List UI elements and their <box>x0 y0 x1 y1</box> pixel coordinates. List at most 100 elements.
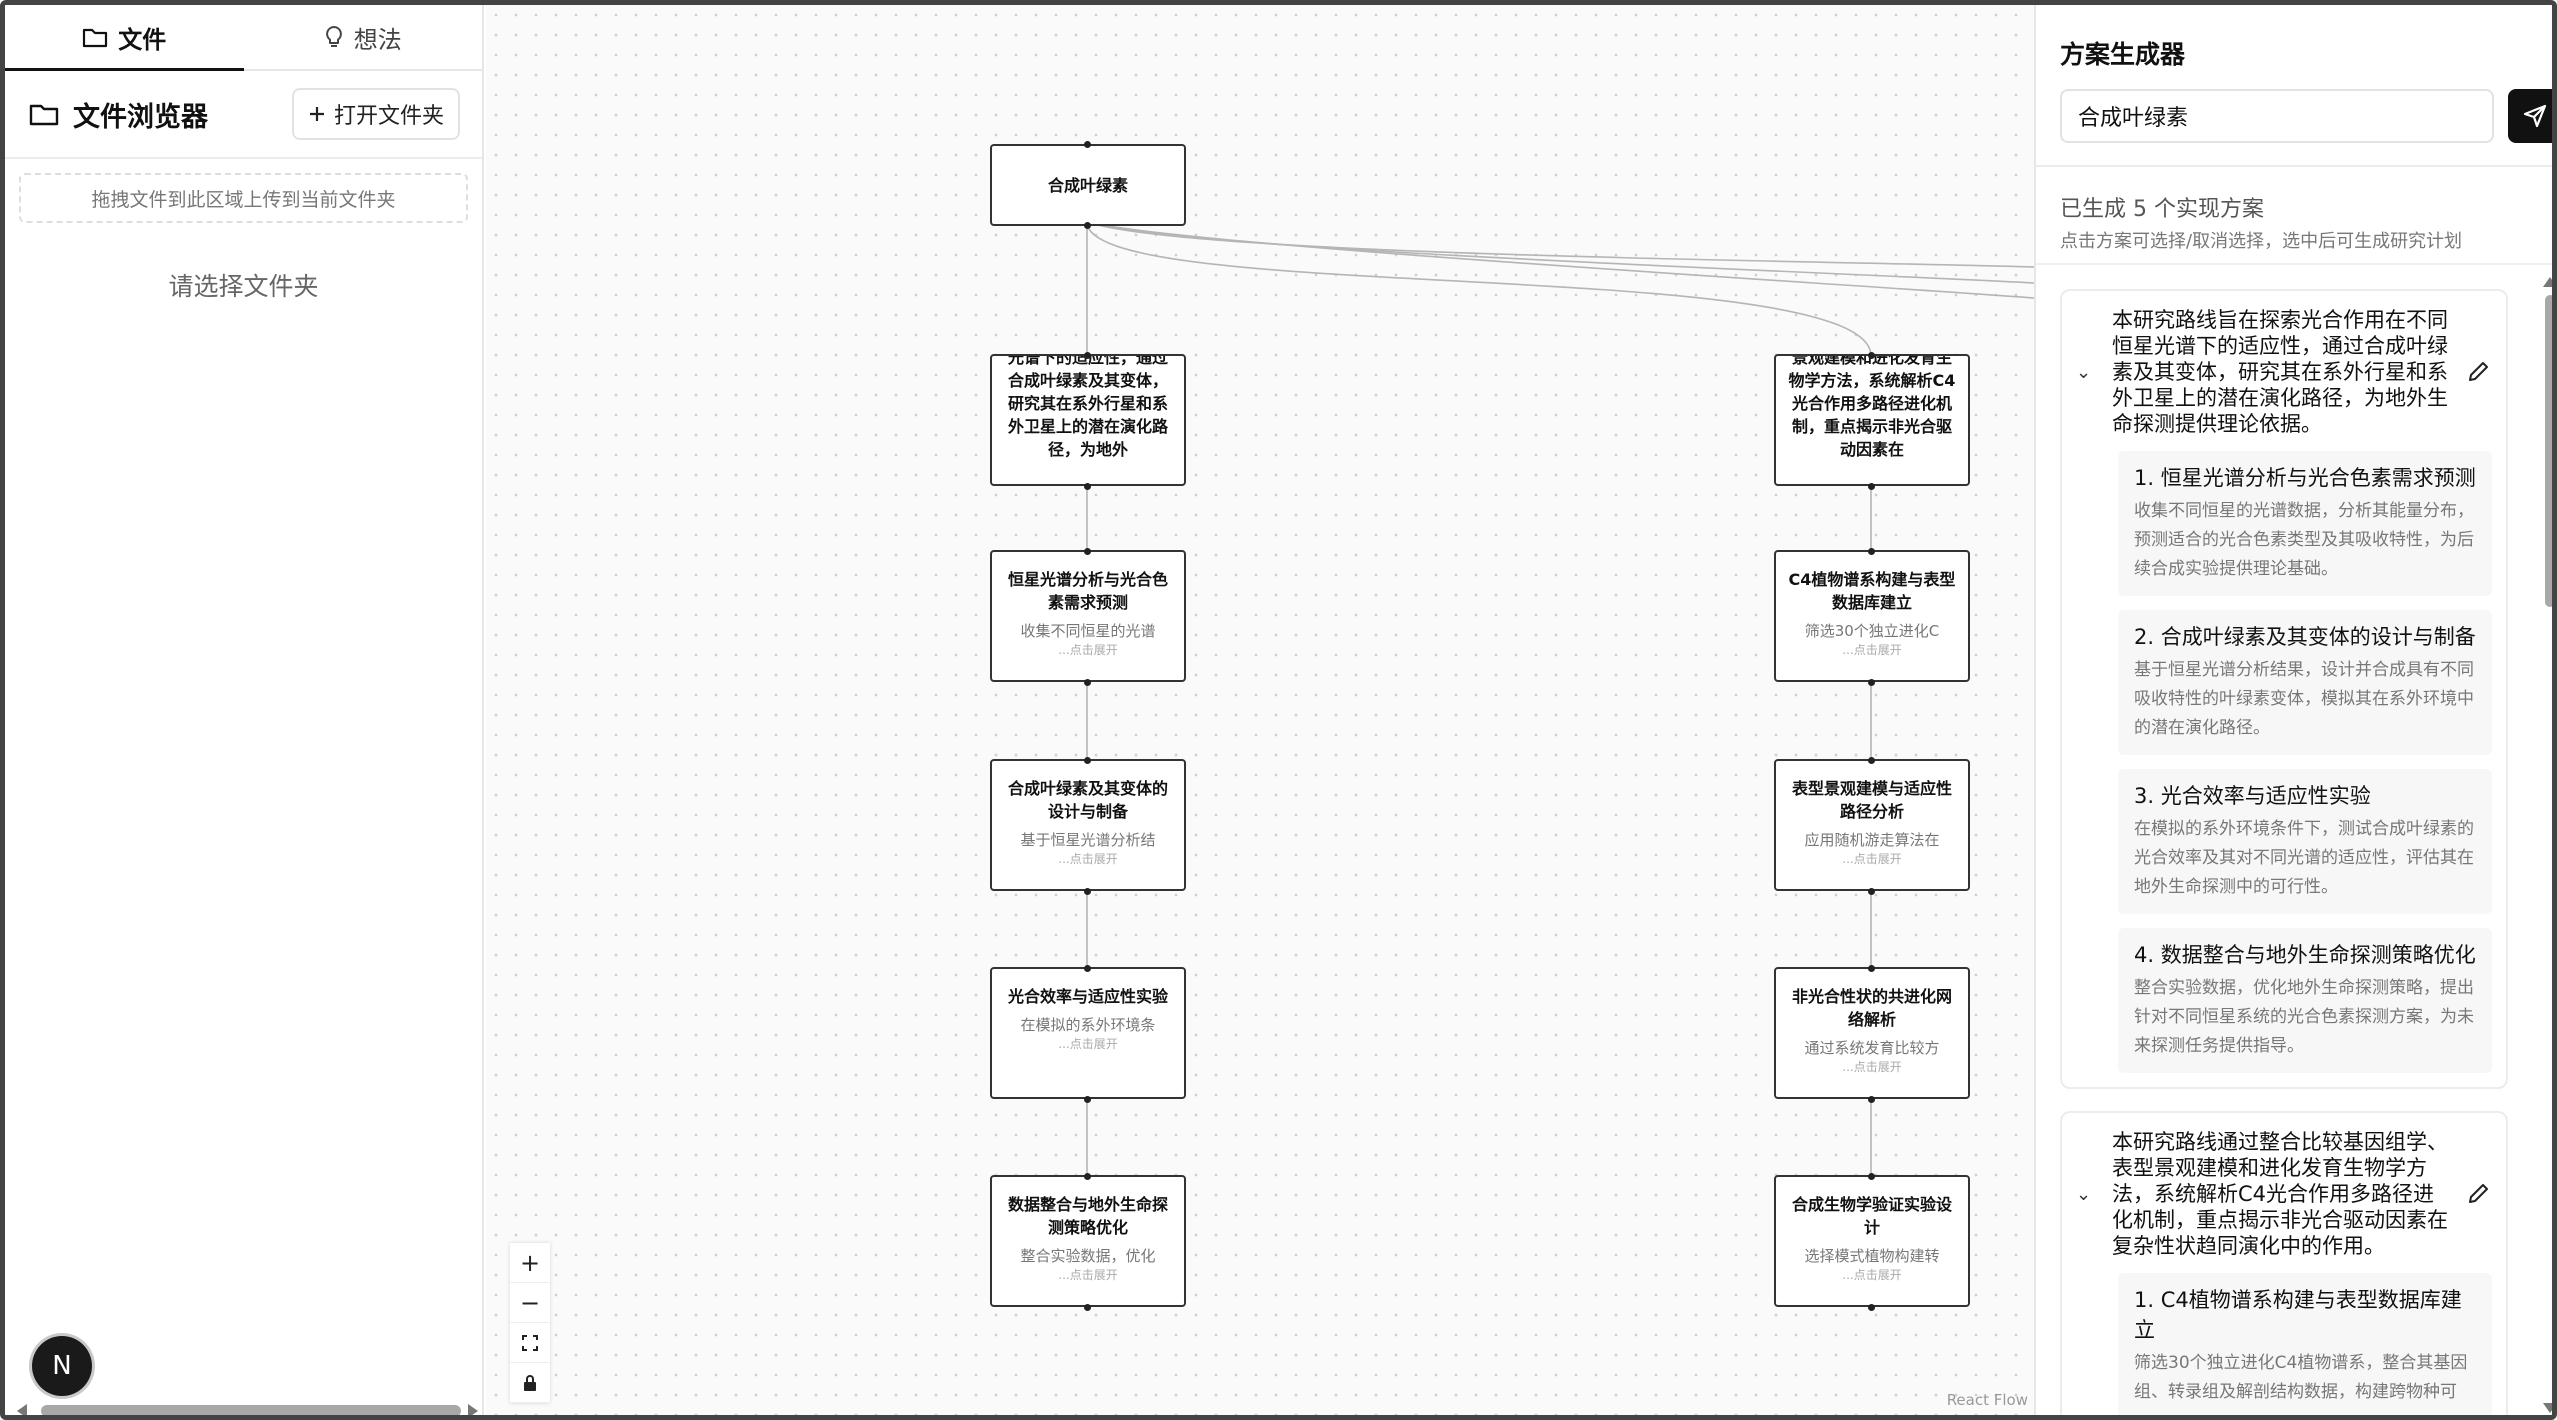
node-desc: 收集不同恒星的光谱 <box>1020 622 1156 640</box>
horizontal-scrollbar[interactable] <box>15 1399 480 1415</box>
avatar-letter: N <box>52 1351 72 1381</box>
flow-node-step[interactable]: 光合效率与适应性实验 在模拟的系外环境条 ...点击展开 <box>990 967 1186 1099</box>
avatar[interactable]: N <box>32 1336 92 1396</box>
node-expand-hint[interactable]: ...点击展开 <box>1842 643 1902 657</box>
lock-button[interactable] <box>510 1363 550 1403</box>
fit-view-icon <box>522 1334 538 1351</box>
step-desc: 整合实验数据，优化地外生命探测策略，提出针对不同恒星系统的光合色素探测方案，为未… <box>2134 978 2474 1056</box>
edit-icon[interactable] <box>2464 358 2492 386</box>
node-handle[interactable] <box>1084 1096 1091 1103</box>
node-expand-hint[interactable]: ...点击展开 <box>1058 1268 1118 1282</box>
plan-header[interactable]: ⌄ 本研究路线旨在探索光合作用在不同恒星光谱下的适应性，通过合成叶绿素及其变体，… <box>2076 307 2492 437</box>
node-handle[interactable] <box>1084 965 1091 972</box>
node-handle[interactable] <box>1084 483 1091 490</box>
flow-node-step[interactable]: 表型景观建模与适应性路径分析 应用随机游走算法在 ...点击展开 <box>1774 759 1970 891</box>
zoom-in-button[interactable]: + <box>510 1243 550 1283</box>
plan-card[interactable]: ⌄ 本研究路线旨在探索光合作用在不同恒星光谱下的适应性，通过合成叶绿素及其变体，… <box>2060 289 2508 1089</box>
tab-ideas[interactable]: 想法 <box>244 5 483 69</box>
node-handle[interactable] <box>1084 352 1091 359</box>
node-desc: 通过系统发育比较方 <box>1804 1039 1940 1057</box>
scroll-up-arrow-icon[interactable] <box>2543 277 2552 287</box>
topic-input[interactable]: 合成叶绿素 <box>2060 89 2494 143</box>
node-handle[interactable] <box>1868 965 1875 972</box>
react-flow-attribution[interactable]: React Flow <box>1946 1391 2028 1409</box>
step-desc: 基于恒星光谱分析结果，设计并合成具有不同吸收特性的叶绿素变体，模拟其在系外环境中… <box>2134 660 2474 738</box>
flow-node-step[interactable]: 合成叶绿素及其变体的设计与制备 基于恒星光谱分析结 ...点击展开 <box>990 759 1186 891</box>
flow-node-step[interactable]: 数据整合与地外生命探测策略优化 整合实验数据，优化 ...点击展开 <box>990 1175 1186 1307</box>
node-desc: 在模拟的系外环境条 <box>1020 1016 1156 1034</box>
plan-step: 1. 恒星光谱分析与光合色素需求预测 收集不同恒星的光谱数据，分析其能量分布，预… <box>2118 451 2492 596</box>
node-expand-hint[interactable]: ...点击展开 <box>1058 852 1118 866</box>
flow-canvas[interactable]: 合成叶绿素 光谱下的适应性，通过合成叶绿素及其变体，研究其在系外行星和系外卫星上… <box>486 5 2034 1415</box>
node-handle[interactable] <box>1084 1304 1091 1311</box>
scroll-down-arrow-icon[interactable] <box>2543 1403 2552 1413</box>
flow-node-plan-2[interactable]: 景观建模和进化发育生物学方法，系统解析C4光合作用多路径进化机制，重点揭示非光合… <box>1774 354 1970 486</box>
open-folder-button[interactable]: 打开文件夹 <box>291 88 460 140</box>
empty-folder-hint: 请选择文件夹 <box>168 272 319 301</box>
plan-hint-text: 点击方案可选择/取消选择，选中后可生成研究计划 <box>2060 231 2463 252</box>
node-handle[interactable] <box>1868 352 1875 359</box>
node-handle[interactable] <box>1084 141 1091 148</box>
node-desc: 筛选30个独立进化C <box>1804 622 1940 640</box>
plan-header[interactable]: ⌄ 本研究路线通过整合比较基因组学、表型景观建模和进化发育生物学方法，系统解析C… <box>2076 1129 2492 1259</box>
plan-step: 4. 数据整合与地外生命探测策略优化 整合实验数据，优化地外生命探测策略，提出针… <box>2118 928 2492 1073</box>
node-expand-hint[interactable]: ...点击展开 <box>1058 643 1118 657</box>
flow-node-plan-1[interactable]: 光谱下的适应性，通过合成叶绿素及其变体，研究其在系外行星和系外卫星上的潜在演化路… <box>990 354 1186 486</box>
node-handle[interactable] <box>1868 1096 1875 1103</box>
send-button[interactable] <box>2508 89 2552 143</box>
file-browser-title: 文件浏览器 <box>29 95 208 134</box>
scrollbar-thumb[interactable] <box>2545 295 2552 607</box>
flow-node-step[interactable]: 恒星光谱分析与光合色素需求预测 收集不同恒星的光谱 ...点击展开 <box>990 550 1186 682</box>
file-browser-title-text: 文件浏览器 <box>73 101 208 133</box>
send-icon <box>2523 104 2547 128</box>
panel-title: 方案生成器 <box>2060 40 2186 69</box>
node-handle[interactable] <box>1868 888 1875 895</box>
node-handle[interactable] <box>1868 1173 1875 1180</box>
node-handle[interactable] <box>1084 222 1091 229</box>
node-expand-hint[interactable]: ...点击展开 <box>1842 852 1902 866</box>
node-expand-hint[interactable]: ...点击展开 <box>1058 1037 1118 1051</box>
node-handle[interactable] <box>1868 1304 1875 1311</box>
scroll-right-arrow-icon[interactable] <box>468 1404 478 1415</box>
fit-view-button[interactable] <box>510 1323 550 1363</box>
zoom-out-button[interactable]: − <box>510 1283 550 1323</box>
node-handle[interactable] <box>1868 548 1875 555</box>
flow-node-root[interactable]: 合成叶绿素 <box>990 144 1186 226</box>
sidebar-tabs: 文件 想法 <box>5 5 482 71</box>
flow-controls: + − <box>510 1243 550 1403</box>
upload-dropzone[interactable]: 拖拽文件到此区域上传到当前文件夹 <box>19 173 468 223</box>
node-handle[interactable] <box>1084 1173 1091 1180</box>
plan-card[interactable]: ⌄ 本研究路线通过整合比较基因组学、表型景观建模和进化发育生物学方法，系统解析C… <box>2060 1111 2508 1415</box>
node-desc: 应用随机游走算法在 <box>1804 831 1940 849</box>
node-handle[interactable] <box>1868 757 1875 764</box>
node-handle[interactable] <box>1868 483 1875 490</box>
node-handle[interactable] <box>1084 888 1091 895</box>
chevron-down-icon[interactable]: ⌄ <box>2076 1183 2092 1205</box>
chevron-down-icon[interactable]: ⌄ <box>2076 361 2092 383</box>
divider <box>2036 165 2552 167</box>
step-title: 4. 数据整合与地外生命探测策略优化 <box>2134 943 2476 967</box>
plus-icon <box>309 107 324 121</box>
node-handle[interactable] <box>1084 757 1091 764</box>
step-title: 1. C4植物谱系构建与表型数据库建立 <box>2134 1288 2462 1342</box>
node-handle[interactable] <box>1084 548 1091 555</box>
flow-node-step[interactable]: C4植物谱系构建与表型数据库建立 筛选30个独立进化C ...点击展开 <box>1774 550 1970 682</box>
node-title: C4植物谱系构建与表型数据库建立 <box>1788 570 1956 612</box>
scroll-left-arrow-icon[interactable] <box>17 1404 27 1415</box>
node-expand-hint[interactable]: ...点击展开 <box>1842 1060 1902 1074</box>
vertical-scrollbar[interactable] <box>2542 275 2552 1415</box>
step-title: 1. 恒星光谱分析与光合色素需求预测 <box>2134 466 2476 490</box>
node-title: 合成叶绿素及其变体的设计与制备 <box>1007 779 1168 821</box>
edit-icon[interactable] <box>2464 1180 2492 1208</box>
flow-node-step[interactable]: 非光合性状的共进化网络解析 通过系统发育比较方 ...点击展开 <box>1774 967 1970 1099</box>
flow-node-step[interactable]: 合成生物学验证实验设计 选择模式植物构建转 ...点击展开 <box>1774 1175 1970 1307</box>
node-handle[interactable] <box>1084 679 1091 686</box>
node-expand-hint[interactable]: ...点击展开 <box>1842 1268 1902 1282</box>
node-handle[interactable] <box>1868 679 1875 686</box>
tab-files[interactable]: 文件 <box>5 5 244 71</box>
scrollbar-thumb[interactable] <box>41 1405 461 1415</box>
node-title: 数据整合与地外生命探测策略优化 <box>1007 1195 1168 1237</box>
node-title: 非光合性状的共进化网络解析 <box>1791 987 1952 1029</box>
step-title: 2. 合成叶绿素及其变体的设计与制备 <box>2134 625 2476 649</box>
